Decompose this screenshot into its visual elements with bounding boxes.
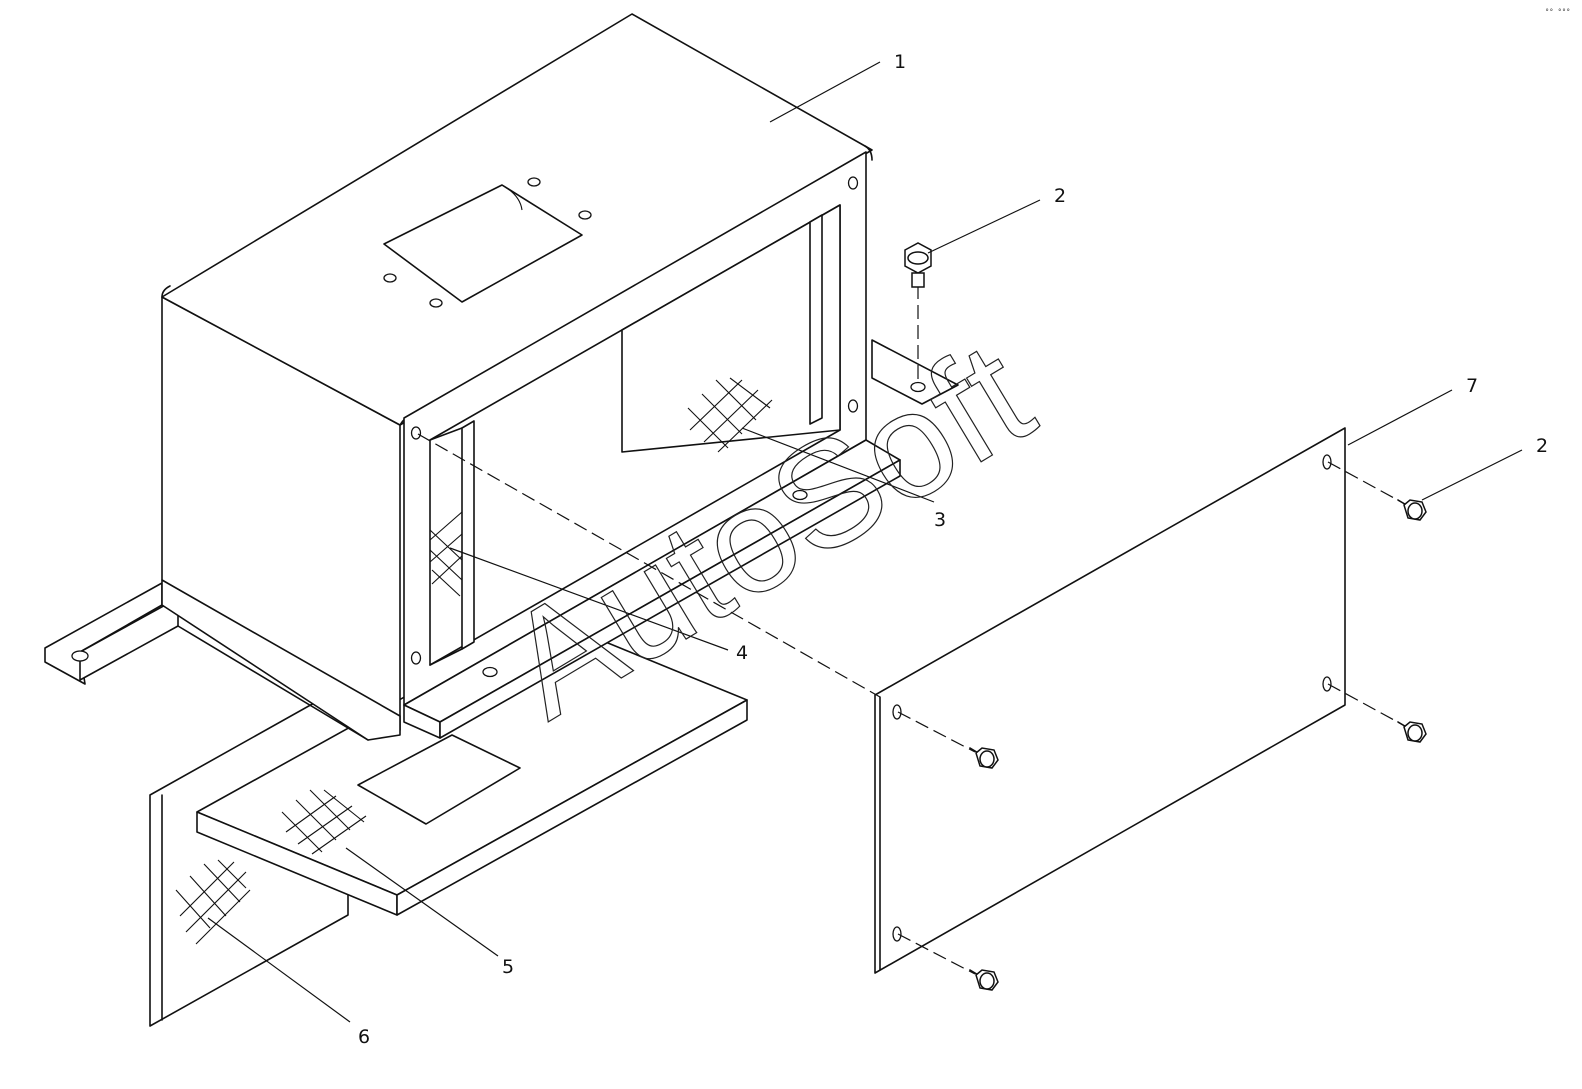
callout-5: 5 xyxy=(502,956,514,978)
callout-2-right: 2 xyxy=(1536,435,1548,457)
hatch-part-5 xyxy=(281,789,367,855)
hatch-part-6 xyxy=(175,859,251,945)
callout-labels: 1 2 7 2 3 4 5 6 xyxy=(358,51,1548,1048)
part-2-bolt-mid-left xyxy=(969,747,999,769)
hatch-part-3 xyxy=(687,377,773,453)
part-2-bolt-top-right xyxy=(1397,499,1427,521)
part-7-cover-plate xyxy=(874,427,1346,974)
corner-mark: °° °°° xyxy=(1545,8,1570,16)
part-2-bolt-bottom-left xyxy=(969,969,999,991)
leader-lines xyxy=(207,61,1523,1023)
part-5-shelf xyxy=(196,617,748,916)
part-1-housing xyxy=(44,13,959,741)
assembly-centerlines xyxy=(417,285,1406,975)
callout-1: 1 xyxy=(894,51,906,73)
shelf-cutout xyxy=(357,734,521,825)
callout-7: 7 xyxy=(1466,375,1478,397)
callout-6: 6 xyxy=(358,1026,370,1048)
part-2-bolt-vertical xyxy=(904,242,932,288)
callout-3: 3 xyxy=(934,509,946,531)
part-2-bolt-bottom-right xyxy=(1397,721,1427,743)
top-cutout xyxy=(383,184,583,303)
callout-2-top: 2 xyxy=(1054,185,1066,207)
hatch-part-4 xyxy=(429,511,463,597)
callout-4: 4 xyxy=(736,642,748,664)
